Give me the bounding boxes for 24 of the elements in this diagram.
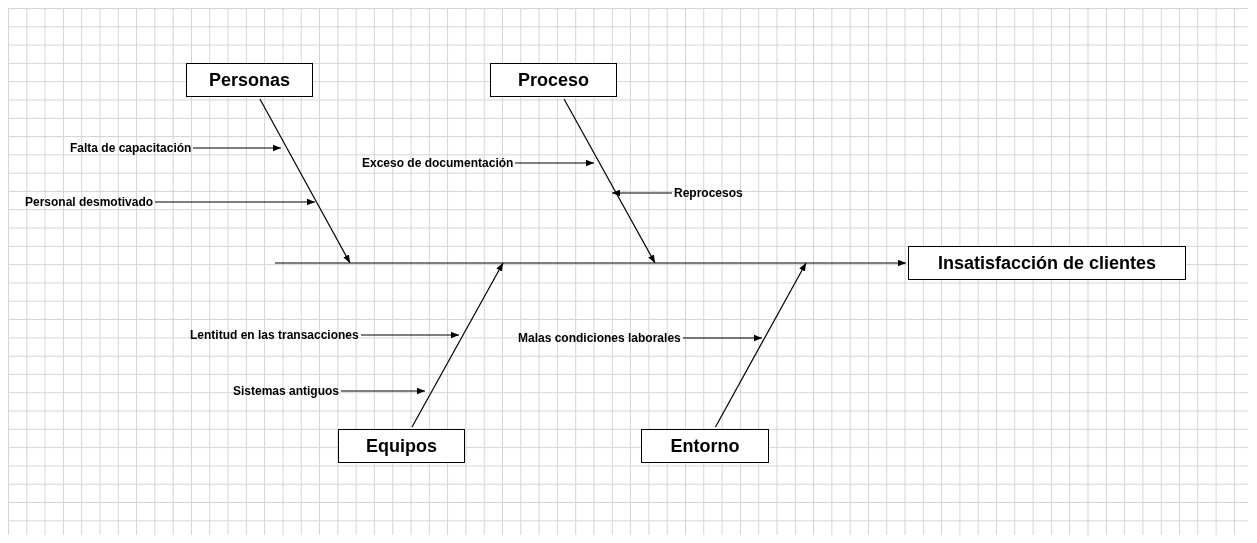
spine-arrow [274,259,907,267]
cause-label: Malas condiciones laborales [518,329,681,347]
arrow [192,144,282,152]
category-box: Personas [186,63,313,97]
arrow [259,98,351,264]
cause-label: Reprocesos [674,184,743,202]
arrow [360,331,460,339]
arrow [154,198,316,206]
arrow [563,98,656,264]
cause-label: Personal desmotivado [25,193,154,211]
cause-label: Exceso de documentación [362,154,514,172]
cause-label: Falta de capacitación [70,139,192,157]
category-box: Proceso [490,63,617,97]
cause-label: Lentitud en las transacciones [190,326,359,344]
category-box: Equipos [338,429,465,463]
arrow [340,387,426,395]
arrow [611,189,673,197]
effect-box: Insatisfacción de clientes [908,246,1186,280]
cause-label: Sistemas antiguos [233,382,340,400]
category-box: Entorno [641,429,769,463]
arrow [514,159,595,167]
arrow [411,262,504,428]
arrow [714,262,807,428]
arrow [682,334,763,342]
